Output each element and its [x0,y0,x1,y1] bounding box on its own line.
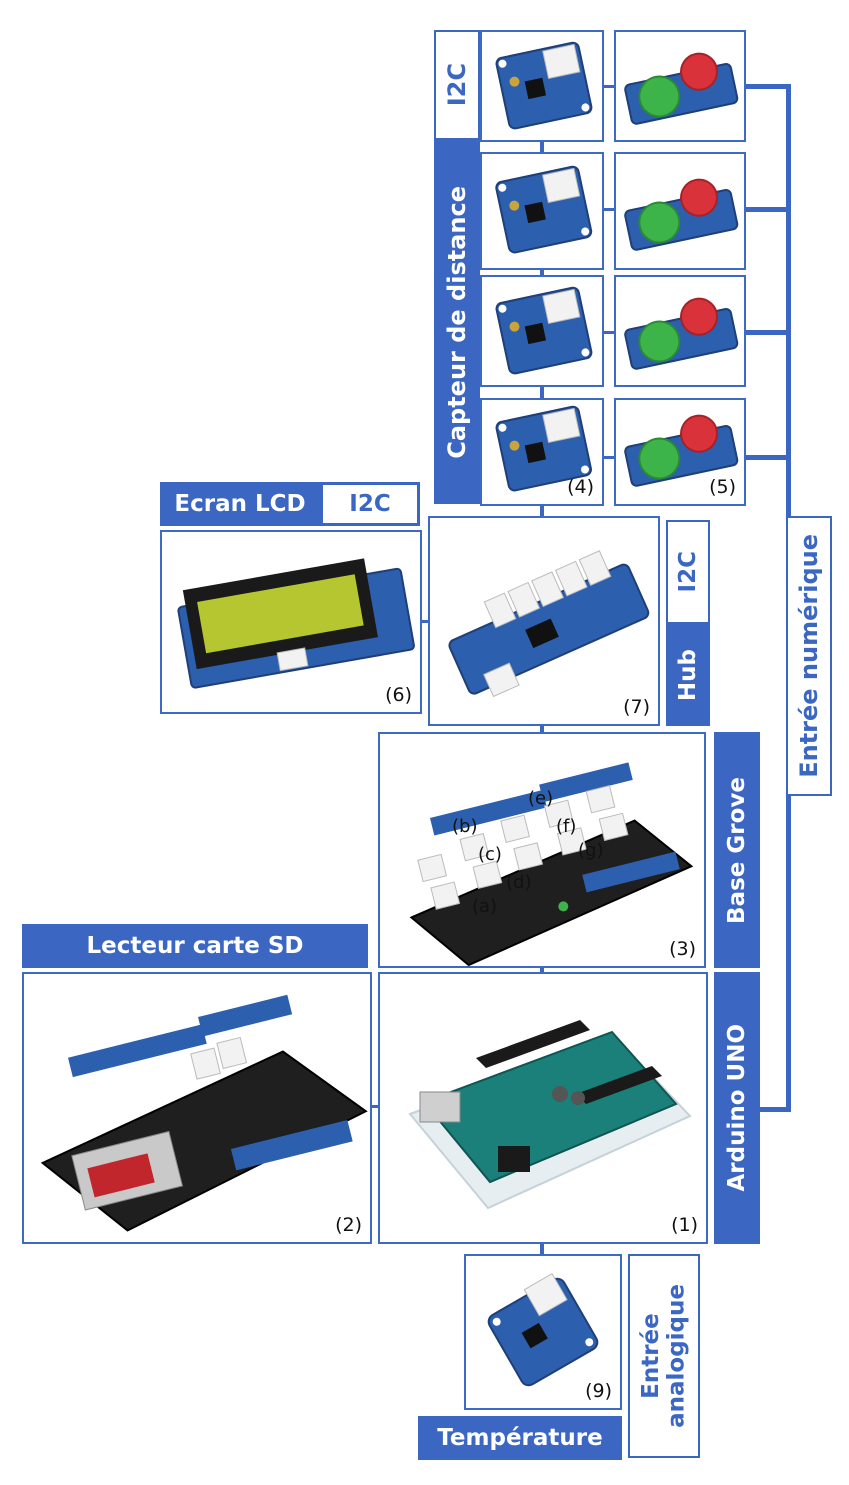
button-module-image-4 [624,414,739,487]
button-link-1 [745,84,791,89]
temperature-label: Température [418,1416,622,1460]
distance-sensor-image-2 [495,165,593,254]
ecran-i2c-label: I2C [320,482,420,526]
arduino-card: (1) [378,972,708,1244]
distance-sensor-image-3 [495,286,593,375]
entree-analogique-line-1: Entrée [637,1313,664,1399]
port-c: (c) [478,844,502,865]
base-grove-image [409,762,694,966]
lecteur-sd-label: Lecteur carte SD [22,924,368,968]
base-grove-card: (a) (b) (c) (d) (e) (f) (g) (3) [378,732,706,968]
sd-shield-image [40,994,368,1232]
temperature-sensor-image [487,1272,599,1387]
ecran-lcd-label: Ecran LCD [160,482,320,526]
entree-numerique-label: Entrée numérique [786,516,832,796]
port-a: (a) [472,896,498,917]
button-card-3 [614,275,746,387]
base-grove-label: Base Grove [714,732,760,968]
lcd-image [177,558,415,689]
port-e: (e) [528,788,554,809]
distance-sensor-image-1 [495,41,593,130]
label-9: (9) [585,1380,612,1402]
sd-card: (2) [22,972,372,1244]
distance-sensor-image-4 [495,405,592,492]
label-7: (7) [623,696,650,718]
label-1: (1) [671,1214,698,1236]
label-5: (5) [709,476,736,498]
sd-arduino-link [368,1105,382,1108]
sensor-button-link-3 [604,331,616,334]
port-g: (g) [578,840,604,861]
i2c-top-label: I2C [434,30,480,140]
distance-sensor-card-1 [480,30,604,142]
sensor-button-link-4 [604,456,616,459]
sensor-button-link-2 [604,208,616,211]
distance-sensor-card-2 [480,152,604,270]
label-4: (4) [567,476,594,498]
sensor-button-link-1 [604,85,616,88]
button-link-4 [745,455,791,460]
label-6: (6) [385,684,412,706]
button-card-1 [614,30,746,142]
button-link-2 [745,207,791,212]
arduino-uno-image [408,1020,692,1210]
entree-analogique-label: Entrée analogique [628,1254,700,1458]
button-card-4: (5) [614,398,746,506]
entree-analogique-line-2: analogique [663,1284,689,1428]
label-3: (3) [669,938,696,960]
port-f: (f) [556,816,577,837]
arduino-label: Arduino UNO [714,972,760,1244]
hub-i2c-label: I2C [666,520,710,624]
temperature-card: (9) [464,1254,622,1410]
button-module-image-2 [624,178,739,251]
button-card-2 [614,152,746,270]
lcd-card: (6) [160,530,422,714]
capteur-distance-label: Capteur de distance [434,140,480,504]
hub-card: (7) [428,516,660,726]
i2c-hub-image [448,550,650,698]
distance-sensor-card-3 [480,275,604,387]
button-link-3 [745,330,791,335]
button-module-image-1 [624,52,739,125]
button-module-image-3 [624,297,739,370]
port-d: (d) [506,872,532,893]
hub-label: Hub [666,624,710,726]
lcd-hub-link [420,620,432,623]
distance-sensor-card-4: (4) [480,398,604,506]
port-b: (b) [452,816,478,837]
digital-bus-arduino-link [760,1107,791,1112]
label-2: (2) [335,1214,362,1236]
